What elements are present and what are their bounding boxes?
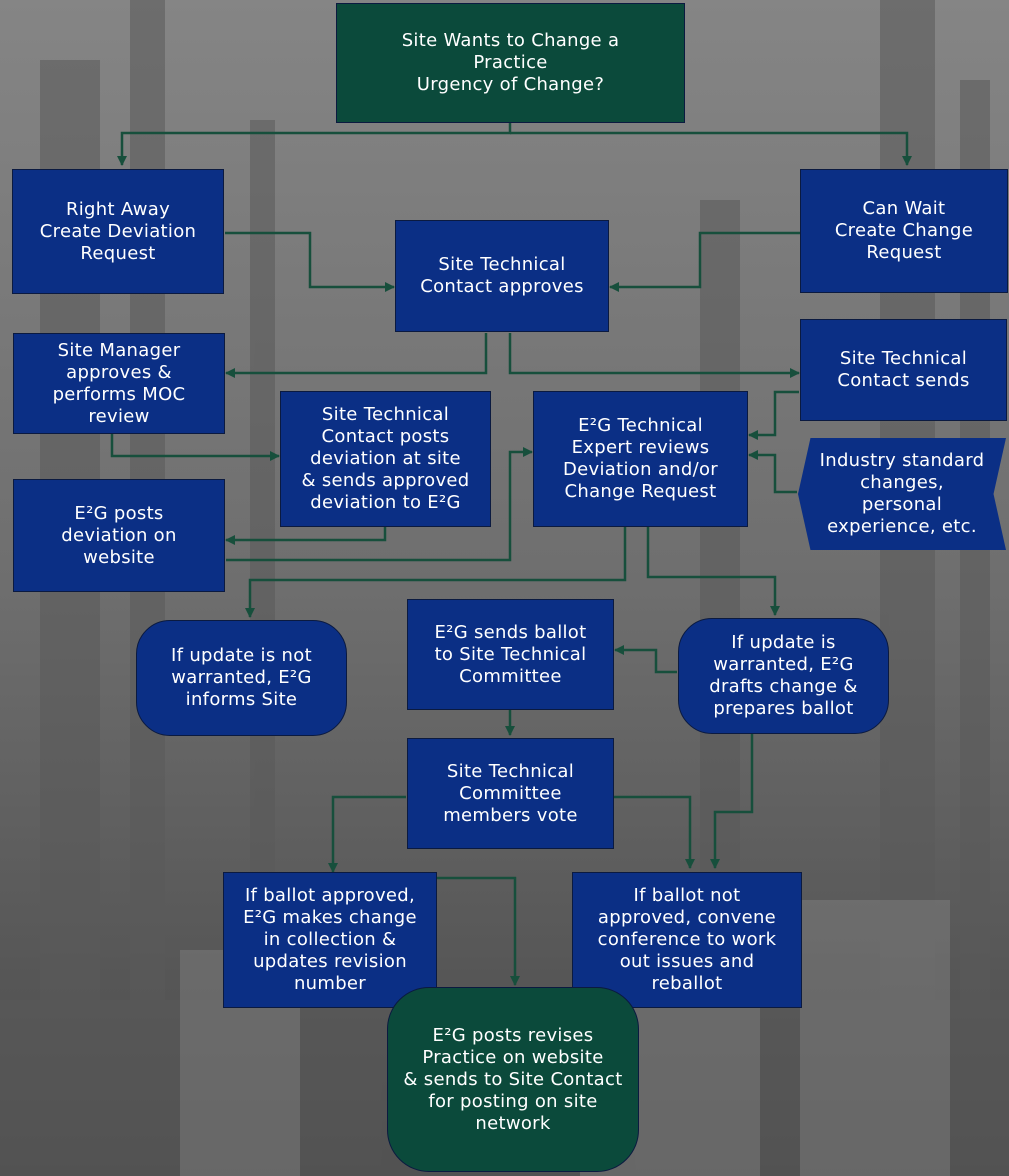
not-warranted-node: If update is not warranted, E²G informs … — [136, 620, 347, 736]
ballot-approved-text: If ballot approved, E²G makes change in … — [243, 885, 417, 994]
site-manager-text: Site Manager approves & performs MOC rev… — [52, 339, 186, 427]
right-away-box: Right Away Create Deviation Request — [12, 169, 224, 294]
stc-posts-text: Site Technical Contact posts deviation a… — [301, 404, 470, 513]
committee-vote-box: Site Technical Committee members vote — [407, 738, 614, 849]
industry-text: Industry standard changes, personal expe… — [819, 450, 985, 537]
can-wait-text: Can Wait Create Change Request — [834, 198, 974, 263]
expert-reviews-box: E²G Technical Expert reviews Deviation a… — [533, 391, 748, 527]
start-node-text: Site Wants to Change a Practice Urgency … — [401, 30, 620, 95]
stc-sends-box: Site Technical Contact sends — [800, 319, 1007, 421]
stc-sends-text: Site Technical Contact sends — [837, 348, 970, 391]
e2g-posts-deviation-box: E²G posts deviation on website — [13, 479, 225, 592]
expert-reviews-text: E²G Technical Expert reviews Deviation a… — [563, 415, 718, 502]
industry-input-shape: Industry standard changes, personal expe… — [798, 438, 1006, 550]
warranted-node: If update is warranted, E²G drafts chang… — [678, 618, 889, 734]
e2g-posts-deviation-text: E²G posts deviation on website — [61, 502, 177, 568]
right-away-text: Right Away Create Deviation Request — [39, 198, 197, 264]
ballot-approved-box: If ballot approved, E²G makes change in … — [223, 872, 437, 1008]
not-warranted-text: If update is not warranted, E²G informs … — [171, 645, 312, 710]
ballot-not-approved-text: If ballot not approved, convene conferen… — [597, 885, 777, 994]
sends-ballot-text: E²G sends ballot to Site Technical Commi… — [434, 621, 587, 687]
site-manager-box: Site Manager approves & performs MOC rev… — [13, 333, 225, 434]
final-node: E²G posts revises Practice on website & … — [387, 987, 639, 1172]
stc-posts-box: Site Technical Contact posts deviation a… — [280, 391, 491, 527]
can-wait-box: Can Wait Create Change Request — [800, 169, 1008, 293]
stc-approves-text: Site Technical Contact approves — [420, 254, 584, 297]
start-node: Site Wants to Change a Practice Urgency … — [336, 3, 685, 123]
stc-approves-box: Site Technical Contact approves — [395, 220, 609, 332]
warranted-text: If update is warranted, E²G drafts chang… — [709, 632, 858, 719]
sends-ballot-box: E²G sends ballot to Site Technical Commi… — [407, 599, 614, 710]
committee-vote-text: Site Technical Committee members vote — [443, 760, 578, 826]
final-text: E²G posts revises Practice on website & … — [403, 1024, 623, 1134]
ballot-not-approved-box: If ballot not approved, convene conferen… — [572, 872, 802, 1008]
